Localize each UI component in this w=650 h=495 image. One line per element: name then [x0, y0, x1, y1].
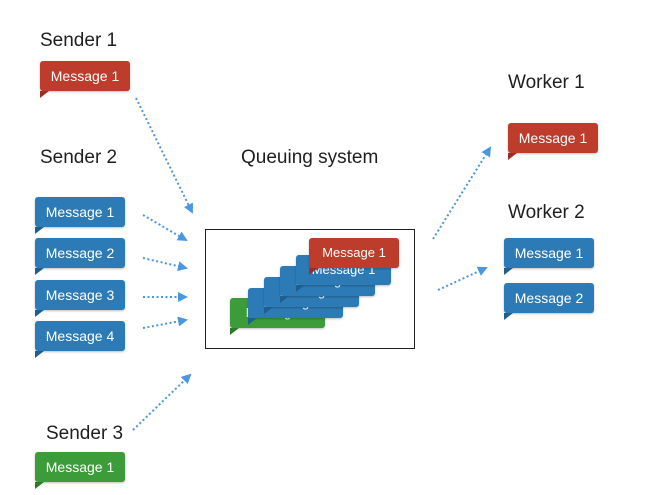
arrow-sender2-msg1-to-queue: [142, 214, 188, 242]
worker-2-message-1: Message 1: [504, 238, 594, 275]
worker-2-label: Worker 2: [508, 202, 585, 223]
sender-1-message-1: Message 1: [40, 61, 130, 98]
sender-1-label: Sender 1: [40, 30, 118, 51]
arrow-queue-to-worker2: [437, 266, 488, 291]
sender-2-message-3: Message 3: [35, 280, 125, 317]
sender-2-message-4: Message 4: [35, 321, 125, 358]
sender-2-message-2: Message 2: [35, 238, 125, 275]
sender-3-message-1: Message 1: [35, 452, 125, 489]
queue-label: Queuing system: [241, 147, 379, 168]
worker-1-message-1: Message 1: [508, 123, 598, 160]
arrow-sender2-msg2-to-queue: [142, 257, 188, 272]
arrow-sender3-to-queue: [132, 373, 192, 431]
sender-2-message-1: Message 1: [35, 197, 125, 234]
worker-1-label: Worker 1: [508, 72, 585, 93]
arrow-sender1-to-queue: [135, 97, 193, 214]
sender-2-label: Sender 2: [40, 147, 118, 168]
arrow-sender2-msg4-to-queue: [142, 316, 188, 329]
arrow-queue-to-worker1: [432, 146, 492, 240]
sender-3-label: Sender 3: [46, 423, 124, 444]
queue-message: Message 1: [309, 238, 399, 275]
worker-2-message-2: Message 2: [504, 283, 594, 320]
